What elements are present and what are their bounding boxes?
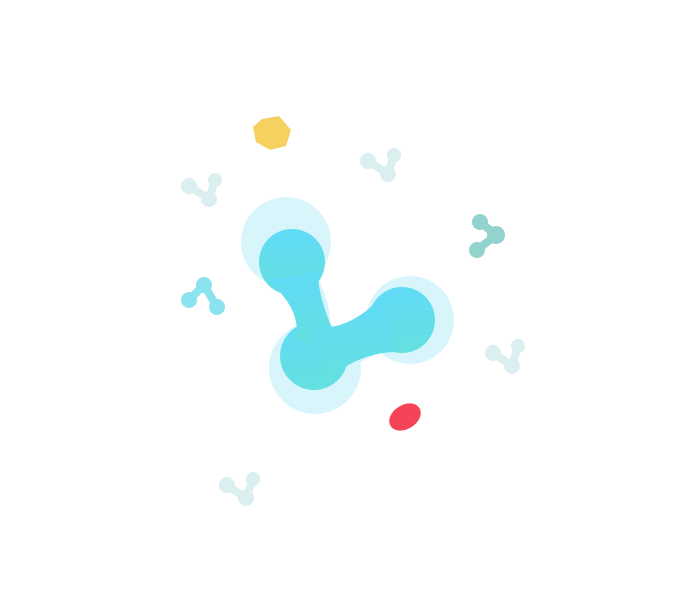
- molecule-icon: [219, 472, 260, 506]
- molecule-icon: [469, 214, 505, 258]
- red-ellipse-icon: [389, 403, 421, 431]
- yellow-blob-icon: [253, 116, 291, 150]
- molecule-icon: [181, 173, 222, 207]
- molecule-icon: [181, 277, 225, 315]
- molecule-logo-icon: [259, 229, 435, 390]
- molecule-icon: [485, 339, 525, 374]
- molecule-icon: [360, 148, 401, 182]
